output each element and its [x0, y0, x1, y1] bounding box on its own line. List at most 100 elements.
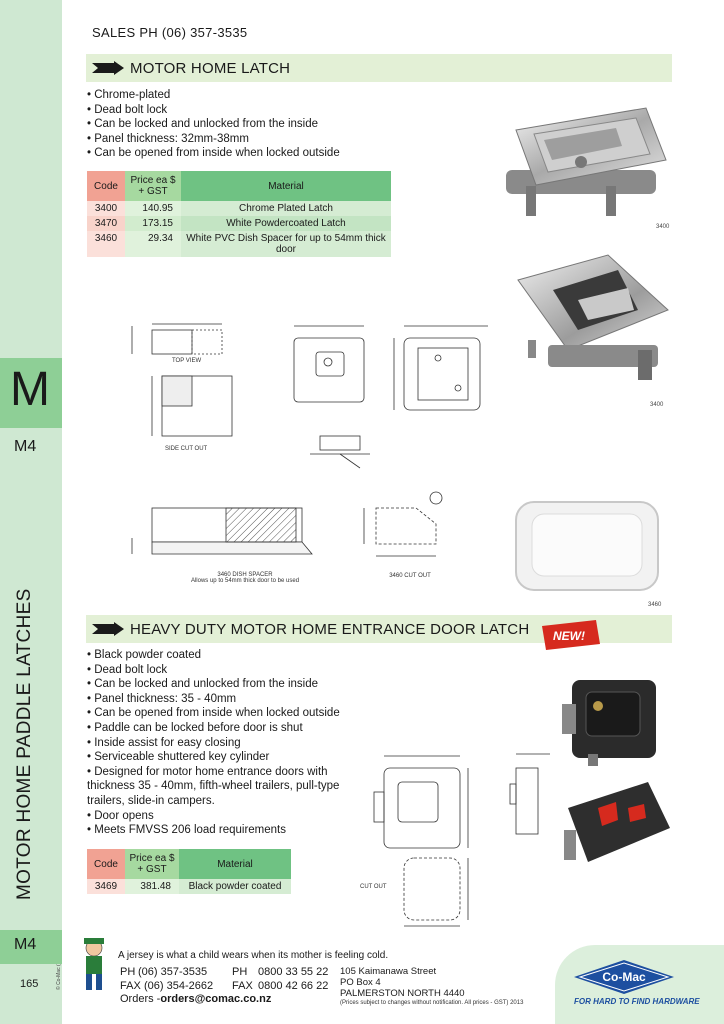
new-badge-text: NEW!	[553, 629, 585, 643]
cell-price: 381.48	[125, 879, 179, 894]
footer-address: 105 Kaimanawa Street PO Box 4 PALMERSTON…	[340, 966, 465, 999]
list-item: Chrome-plated	[87, 88, 340, 103]
fax-number: (06) 354-2662	[144, 979, 214, 992]
cartoon-mascot-icon	[84, 938, 104, 990]
heavy-duty-cut-out-drawing	[403, 857, 469, 927]
section-title: MOTOR HOME LATCH	[130, 59, 291, 77]
list-item: Meets FMVSS 206 load requirements	[87, 823, 357, 838]
cut-out-drawing	[363, 491, 443, 557]
cell-code: 3460	[87, 231, 125, 257]
arrow-icon	[92, 61, 124, 75]
list-item: Panel thickness: 32mm-38mm	[87, 132, 340, 147]
orders-email-link[interactable]: orders@comac.co.nz	[160, 993, 272, 1005]
new-badge-icon: NEW!	[542, 620, 600, 650]
list-item: Can be opened from inside when locked ou…	[87, 706, 357, 721]
phone-label: PH	[120, 966, 136, 978]
sidebar	[0, 0, 62, 1024]
top-view-label: TOP VIEW	[172, 358, 202, 364]
footer-small-print: (Prices subject to changes without notif…	[340, 1000, 524, 1006]
page-number: 165	[20, 978, 39, 990]
price-table: Code Price ea $ + GST Material 3400 140.…	[87, 171, 391, 257]
table-header-material: Material	[179, 849, 291, 879]
fax-label: FAX	[120, 979, 141, 992]
cell-price: 29.34	[125, 231, 181, 257]
table-row: 3460 29.34 White PVC Dish Spacer for up …	[87, 231, 391, 257]
section-tab	[0, 358, 62, 428]
list-item: Panel thickness: 35 - 40mm	[87, 692, 357, 707]
photo-caption: 3400	[650, 402, 664, 408]
price-table: Code Price ea $ + GST Material 3469 381.…	[87, 849, 291, 894]
cut-out-label: 3460 CUT OUT	[389, 573, 431, 579]
list-item: Serviceable shuttered key cylinder	[87, 750, 357, 765]
table-row: 3470 173.15 White Powdercoated Latch	[87, 216, 391, 231]
section-code-bottom: M4	[0, 930, 62, 964]
address-line: PALMERSTON NORTH 4440	[340, 988, 465, 999]
dish-spacer-note: Allows up to 54mm thick door to be used	[190, 578, 300, 584]
side-cut-out-label: SIDE CUT OUT	[165, 446, 208, 452]
dish-spacer-photo	[515, 501, 659, 591]
vertical-title: MOTOR HOME PADDLE LATCHES	[14, 588, 35, 900]
freefax-number: 0800 42 66 22	[258, 979, 329, 992]
dish-spacer-title: 3460 DISH SPACER	[217, 572, 273, 578]
footer-contact: PH (06) 357-3535 PH 0800 33 55 22 FAX (0…	[120, 966, 352, 1007]
photo-caption: 3460	[648, 602, 662, 608]
list-item: Can be opened from inside when locked ou…	[87, 146, 340, 161]
dish-spacer-drawing	[131, 507, 313, 555]
feature-list: Black powder coated Dead bolt lock Can b…	[87, 648, 357, 838]
list-item: Dead bolt lock	[87, 663, 357, 678]
arrow-icon	[92, 622, 124, 636]
rear-view-drawing	[393, 325, 488, 411]
list-item: Paddle can be locked before door is shut	[87, 721, 357, 736]
table-header-material: Material	[181, 171, 391, 201]
list-item: Inside assist for easy closing	[87, 736, 357, 751]
phone-label: PH	[232, 966, 248, 978]
orders-label: Orders -	[120, 993, 161, 1005]
top-view-drawing	[131, 323, 233, 437]
list-item: Dead bolt lock	[87, 103, 340, 118]
cell-material: Chrome Plated Latch	[181, 201, 391, 216]
heavy-duty-front-drawing	[373, 755, 469, 849]
fax-label: FAX	[232, 979, 253, 992]
list-item: Can be locked and unlocked from the insi…	[87, 117, 340, 132]
address-line: PO Box 4	[340, 977, 381, 988]
cell-code: 3469	[87, 879, 125, 894]
list-item: Can be locked and unlocked from the insi…	[87, 677, 357, 692]
brand-tagline: FOR HARD TO FIND HARDWARE	[574, 997, 700, 1006]
phone-number: (06) 357-3535	[138, 966, 208, 978]
cell-material: Black powder coated	[179, 879, 291, 894]
cut-out-label: CUT OUT	[360, 884, 387, 890]
chrome-latch-photo	[506, 107, 667, 216]
section-code-bottom-text: M4	[14, 936, 37, 953]
sales-phone: SALES PH (06) 357-3535	[92, 25, 248, 40]
cell-material: White Powdercoated Latch	[181, 216, 391, 231]
section-title: HEAVY DUTY MOTOR HOME ENTRANCE DOOR LATC…	[130, 620, 530, 638]
list-item: Designed for motor home entrance doors w…	[87, 765, 357, 809]
cell-code: 3400	[87, 201, 125, 216]
list-item: Black powder coated	[87, 648, 357, 663]
side-profile-drawing	[310, 435, 370, 469]
list-item: Door opens	[87, 809, 357, 824]
dish-spacer-label: 3460 DISH SPACER Allows up to 54mm thick…	[170, 572, 320, 584]
logo-text: Co-Mac	[602, 970, 646, 984]
cell-price: 173.15	[125, 216, 181, 231]
cell-material: White PVC Dish Spacer for up to 54mm thi…	[181, 231, 391, 257]
table-row: 3469 381.48 Black powder coated	[87, 879, 291, 894]
cell-price: 140.95	[125, 201, 181, 216]
comac-logo-icon: Co-Mac	[574, 960, 674, 994]
front-view-drawing	[293, 325, 365, 403]
black-latch-rear-photo	[564, 782, 670, 862]
table-header-code: Code	[87, 171, 125, 201]
black-latch-photo	[562, 680, 656, 766]
table-header-price: Price ea $ + GST	[125, 849, 179, 879]
table-header-code: Code	[87, 849, 125, 879]
section-header-motor-home-latch: MOTOR HOME LATCH	[86, 54, 672, 82]
chrome-latch-angled-photo	[517, 254, 669, 380]
heavy-duty-side-drawing	[509, 753, 550, 835]
photo-caption: 3400	[656, 224, 670, 230]
footer-quote: A jersey is what a child wears when its …	[118, 950, 389, 961]
freephone-number: 0800 33 55 22	[258, 966, 329, 978]
section-code: M4	[14, 438, 37, 455]
feature-list: Chrome-plated Dead bolt lock Can be lock…	[87, 88, 340, 161]
cell-code: 3470	[87, 216, 125, 231]
table-header-price: Price ea $ + GST	[125, 171, 181, 201]
